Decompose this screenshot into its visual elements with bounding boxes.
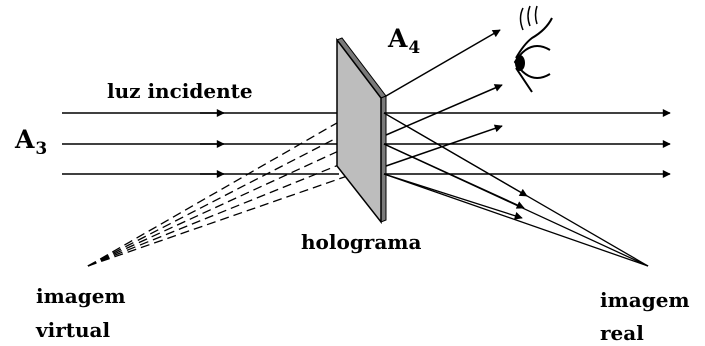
- eye-pupil: [515, 55, 525, 71]
- wave-a4-letter: A: [388, 24, 407, 53]
- real-image-rays: [384, 113, 648, 266]
- virtual-image-label-line1: imagem: [36, 286, 126, 306]
- wave-a3-index: 3: [35, 139, 47, 159]
- eye-lash-1: [521, 8, 524, 30]
- hologram-plate: [337, 38, 386, 222]
- transmitted-rays: [384, 113, 670, 174]
- eye-lash-3: [536, 6, 538, 24]
- incident-rays: [62, 113, 339, 174]
- real-image-label-line2: real: [600, 323, 644, 343]
- hologram-label: holograma: [301, 232, 421, 252]
- diffracted-ray-a4-3: [386, 126, 502, 166]
- diffracted-ray-a4-2: [386, 85, 502, 135]
- eye-lash-2: [528, 6, 530, 26]
- eye-icon: [515, 6, 552, 92]
- wave-a4-label: A4: [388, 26, 420, 57]
- wave-a3-letter: A: [15, 125, 34, 154]
- wave-a3-label: A3: [15, 127, 47, 158]
- real-image-label-line1: imagem: [600, 290, 690, 310]
- wave-a4-index: 4: [408, 38, 420, 58]
- virtual-image-label-line2: virtual: [36, 320, 110, 340]
- real-ray-3: [384, 174, 648, 266]
- incident-light-label: luz incidente: [107, 81, 253, 101]
